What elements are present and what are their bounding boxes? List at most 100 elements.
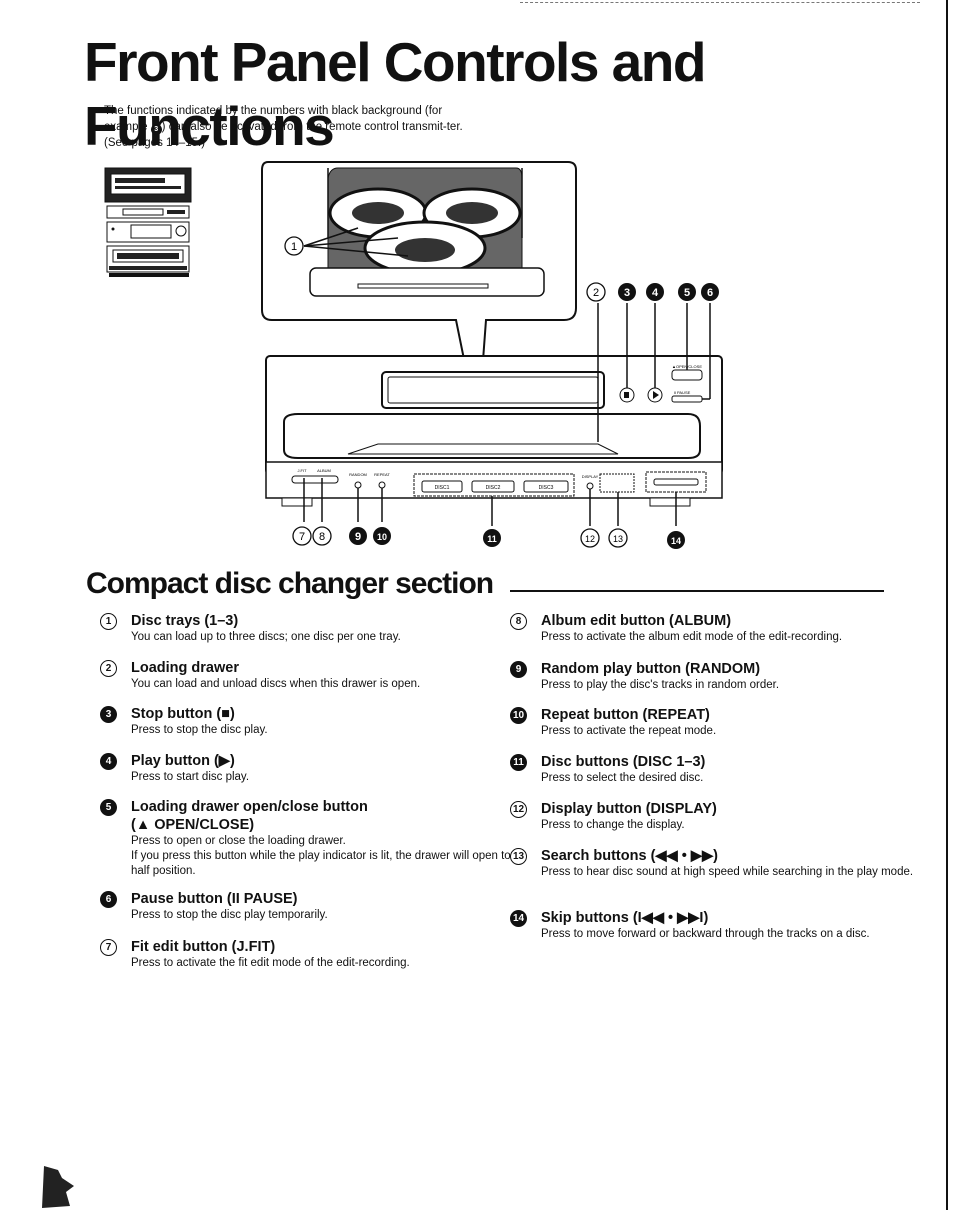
list-item: 11 Disc buttons (DISC 1–3) Press to select… (510, 753, 931, 786)
figure-label-5: 5 (678, 283, 696, 301)
item-description: You can load and unload discs when this … (131, 678, 421, 690)
item-number-badge: 13 (510, 848, 527, 865)
item-title: Play button (▶) (131, 753, 235, 769)
item-title: Fit edit button (J.FIT) (131, 939, 276, 955)
svg-text:1: 1 (291, 241, 297, 253)
page-corner-mark (42, 1166, 74, 1208)
item-number-badge: 11 (510, 754, 527, 771)
svg-text:7: 7 (299, 531, 305, 543)
intro-paragraph: The functions indicated by the numbers w… (104, 103, 484, 151)
page-border (946, 0, 948, 1210)
svg-text:10: 10 (377, 532, 387, 542)
item-number-badge: 14 (510, 910, 527, 927)
item-title: Skip buttons (I◀◀ • ▶▶I) (541, 910, 709, 926)
svg-text:6: 6 (707, 287, 713, 299)
item-number-badge: 7 (100, 939, 117, 956)
list-item: 8 Album edit button (ALBUM) Press to activ… (510, 612, 931, 645)
svg-text:2: 2 (593, 287, 599, 299)
item-number-badge: 9 (510, 661, 527, 678)
intro-text-start: The functions indicated by the numbers w… (104, 105, 443, 133)
item-description: Press to start disc play. (131, 771, 250, 783)
item-number-badge: 12 (510, 801, 527, 818)
svg-text:8: 8 (319, 531, 325, 543)
item-number-badge: 10 (510, 707, 527, 724)
svg-text:J.FIT: J.FIT (297, 468, 307, 473)
item-description: Press to open or close the loading drawe… (131, 835, 346, 847)
svg-text:DISC2: DISC2 (486, 485, 501, 491)
section-heading: Compact disc changer section (86, 567, 494, 600)
intro-example-badge: 3 (150, 124, 162, 135)
item-description: Press to activate the album edit mode of… (541, 631, 843, 643)
figure-label-3: 3 (618, 283, 636, 301)
item-description: Press to activate the fit edit mode of t… (131, 957, 410, 969)
svg-text:5: 5 (684, 287, 690, 299)
item-number-badge: 6 (100, 891, 117, 908)
intro-text-end: ) can also be activated from the remote … (104, 121, 463, 149)
figure-label-7: 7 (292, 526, 312, 546)
figure-label-9: 9 (349, 527, 367, 545)
page-title: Front Panel Controls and Functions (84, 31, 706, 157)
item-description: Press to play the disc's tracks in rando… (541, 679, 780, 691)
list-item: 7 Fit edit button (J.FIT) Press to activat… (100, 938, 531, 971)
figure-label-13: 13 (608, 528, 628, 548)
item-number-badge: 2 (100, 660, 117, 677)
item-description: Press to change the display. (541, 819, 685, 831)
figure-label-12: 12 (580, 528, 600, 548)
item-description: Press to stop the disc play. (131, 724, 268, 736)
item-title: Pause button (II PAUSE) (131, 891, 298, 907)
item-title: Random play button (RANDOM) (541, 661, 761, 677)
item-number-badge: 3 (100, 706, 117, 723)
item-description: If you press this button while the play … (131, 850, 511, 877)
svg-text:12: 12 (585, 534, 595, 544)
list-item: 4 Play button (▶) Press to start disc play… (100, 752, 531, 785)
item-number-badge: 8 (510, 613, 527, 630)
svg-text:REPEAT: REPEAT (374, 472, 390, 477)
svg-text:9: 9 (355, 531, 361, 543)
svg-text:14: 14 (671, 536, 681, 546)
item-number-badge: 5 (100, 799, 117, 816)
item-number-badge: 1 (100, 613, 117, 630)
figure-label-14: 14 (667, 531, 685, 549)
svg-text:4: 4 (652, 287, 659, 299)
list-item: 14 Skip buttons (I◀◀ • ▶▶I) Press to move … (510, 909, 931, 942)
svg-text:DISC1: DISC1 (435, 485, 450, 491)
figure-label-10: 10 (373, 527, 391, 545)
list-item: 3 Stop button (■) Press to stop the disc p… (100, 705, 531, 738)
figure-label-2: 2 (586, 282, 606, 302)
item-title: Loading drawer (131, 660, 239, 676)
item-description: You can load up to three discs; one disc… (131, 631, 401, 643)
figure-label-11: 11 (483, 529, 501, 547)
item-title: Disc buttons (DISC 1–3) (541, 754, 706, 770)
item-description: Press to select the desired disc. (541, 772, 704, 784)
svg-text:II PAUSE: II PAUSE (674, 390, 691, 395)
svg-text:13: 13 (613, 534, 623, 544)
front-panel-figure: 1 ▲OPEN/CLOSE II PAUSE J.FIT ALBUM RANDO… (261, 161, 723, 549)
figure-label-4: 4 (646, 283, 664, 301)
list-item: 5 Loading drawer open/close button (▲ OPEN… (100, 798, 531, 879)
svg-text:DISC3: DISC3 (539, 485, 554, 491)
list-item: 9 Random play button (RANDOM) Press to pla… (510, 660, 931, 693)
svg-text:3: 3 (624, 287, 630, 299)
svg-text:DISPLAY: DISPLAY (582, 474, 599, 479)
svg-text:11: 11 (487, 534, 497, 544)
item-title: Loading drawer open/close button (131, 799, 368, 815)
item-title: Album edit button (ALBUM) (541, 613, 732, 629)
item-title-continued: (▲ OPEN/CLOSE) (131, 817, 255, 833)
item-description: Press to move forward or backward throug… (541, 928, 870, 940)
item-title: Stop button (■) (131, 706, 235, 722)
item-description: Press to hear disc sound at high speed w… (541, 866, 914, 878)
item-description: Press to activate the repeat mode. (541, 725, 717, 737)
svg-text:RANDOM: RANDOM (349, 472, 367, 477)
top-rule (520, 2, 920, 4)
item-number-badge: 4 (100, 753, 117, 770)
figure-label-6: 6 (701, 283, 719, 301)
item-title: Disc trays (1–3) (131, 613, 239, 629)
list-item: 1 Disc trays (1–3) You can load up to thre… (100, 612, 531, 645)
section-rule (510, 590, 884, 592)
stereo-system-thumbnail (104, 167, 192, 277)
